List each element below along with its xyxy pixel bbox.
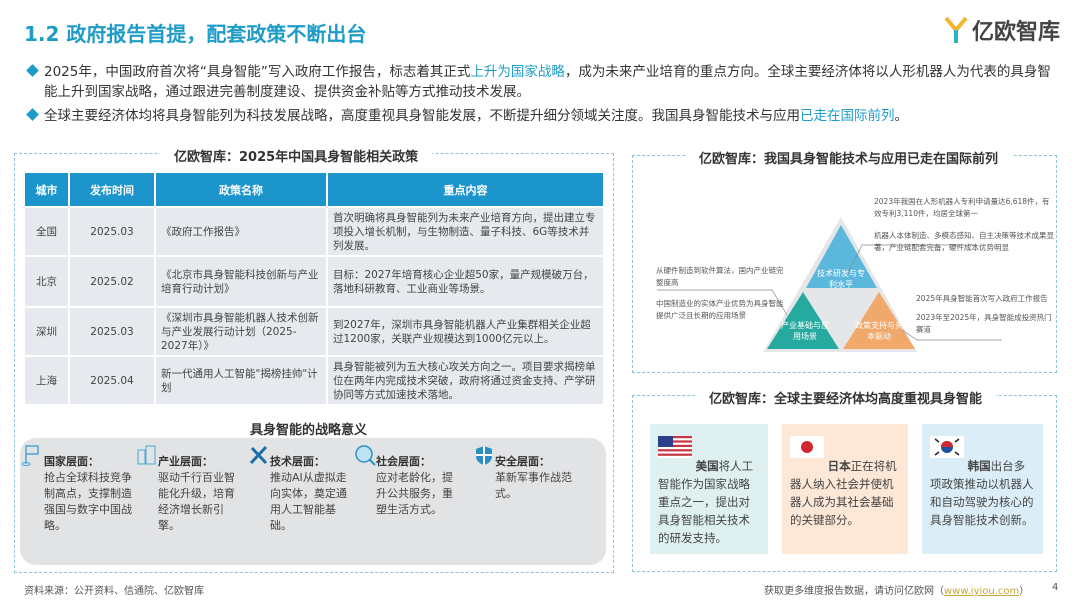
strategy-title: 具身智能的战略意义: [250, 423, 368, 438]
cell-date: 2025.03: [70, 308, 154, 355]
bullet-2: 全球主要经济体均将具身智能列为科技发展战略，高度重视具身智能发展，不断提升细分领…: [26, 106, 1058, 126]
col-city: 城市: [25, 173, 68, 206]
card-japan: 日本正在将机器人纳入社会并使机器人成为其社会基础的关键部分。: [782, 424, 908, 554]
pyramid-left: [767, 292, 839, 349]
strategy-text: 革新军事作战范式。: [495, 471, 572, 500]
strategy-label: 国家层面：: [44, 455, 99, 468]
right-note: 2023年至2025年，具身智能成投资热门赛道: [916, 313, 1052, 334]
col-content: 重点内容: [328, 173, 603, 206]
card-country: 美国: [695, 459, 719, 473]
cell-date: 2025.04: [70, 357, 154, 404]
right-note: 2025年具身智能首次写入政府工作报告: [916, 294, 1048, 303]
policy-panel-title: 亿欧智库：2025年中国具身智能相关政策: [160, 146, 433, 165]
cell-name: 新一代通用人工智能"揭榜挂帅"计划: [156, 357, 326, 404]
pyramid-diagram: [657, 217, 1002, 352]
tools-icon: [249, 445, 268, 465]
pyramid-right: [843, 292, 915, 349]
cell-name: 《深圳市具身智能机器人技术创新与产业发展行动计划（2025-2027年）》: [156, 308, 326, 355]
pyramid-panel-title: 亿欧智库：我国具身智能技术与应用已走在国际前列: [685, 148, 1013, 167]
col-date: 发布时间: [70, 173, 154, 206]
top-note: 机器人本体制造、多模态感知、自主决策等技术成果显著，产业链配套完备，硬件成本优势…: [874, 231, 1054, 252]
cell-name: 《北京市具身智能科技创新与产业培育行动计划》: [156, 257, 326, 306]
strategy-item: 安全层面： 革新军事作战范式。: [476, 446, 581, 502]
strategy-label: 产业层面：: [158, 455, 213, 468]
strategy-item: 技术层面： 推动AI从虚拟走向实体，奠定通用人工智能基础。: [249, 445, 356, 534]
pyramid-top-label: 技术研发与专利水平: [817, 269, 865, 289]
strategy-item: 社会层面： 应对老龄化，提升公共服务，重塑生活方式。: [355, 445, 462, 518]
bullet-text: 全球主要经济体均将具身智能列为科技发展战略，高度重视具身智能发展，不断提升细分领…: [44, 108, 800, 124]
source-note: 资料来源：公开资料、信通院、亿欧智库: [24, 586, 204, 597]
strategy-label: 安全层面：: [495, 455, 550, 468]
shield-icon: [476, 446, 492, 465]
bullet-text: ，成为未来产业培育的重点方向。全球主要经济体将以人形机器人为代表的具身智能上升到…: [44, 64, 1051, 100]
cell-content: 目标：2027年培育核心企业超50家，量产规模破万台，落地科研教育、工业商业等场…: [328, 257, 603, 306]
strategy-box: 国家层面： 抢占全球科技竞争制高点，支撑制造强国与数字中国战略。 产业层面： 驱动千…: [20, 438, 606, 565]
bullet-1: 2025年，中国政府首次将“具身智能”写入政府工作报告，标志着其正式上升为国家战…: [26, 62, 1058, 102]
korea-flag-icon: [930, 436, 964, 458]
logo: 亿欧智库: [944, 14, 1060, 46]
card-text: 出台多项政策推动以机器人和自动驾驶为核心的具身智能技术创新。: [930, 459, 1034, 527]
strategy-text: 推动AI从虚拟走向实体，奠定通用人工智能基础。: [270, 471, 347, 532]
bullet-highlight: 已走在国际前列: [800, 108, 895, 124]
strategy-text: 应对老龄化，提升公共服务，重塑生活方式。: [376, 471, 453, 516]
flag-icon: [22, 445, 39, 466]
cell-content: 具身智能被列为五大核心攻关方向之一。项目要求揭榜单位在两年内完成技术突破，政府将…: [328, 357, 603, 404]
cell-city: 深圳: [25, 308, 68, 355]
strategy-text: 抢占全球科技竞争制高点，支撑制造强国与数字中国战略。: [44, 471, 132, 532]
buildings-icon: [137, 445, 156, 465]
logo-icon: [944, 16, 968, 43]
footer: 获取更多维度报告数据，请访问亿欧网（www.iyiou.com）: [764, 582, 1029, 597]
leader-line: [901, 329, 1002, 341]
left-note: 从硬件制造到软件算法，国内产业链完整度高: [656, 266, 784, 287]
card-korea: 韩国出台多项政策推动以机器人和自动驾驶为核心的具身智能技术创新。: [922, 424, 1043, 554]
bullet-text: 2025年，中国政府首次将“具身智能”写入政府工作报告，标志着其正式: [44, 64, 471, 80]
pyramid-left-label: 产业基础与应用场景: [781, 321, 829, 341]
col-name: 政策名称: [156, 173, 326, 206]
strategy-item: 产业层面： 驱动千行百业智能化升级，培育经济增长新引擎。: [137, 445, 244, 534]
pyramid-right-label: 政策支持与资本驱动: [855, 321, 903, 341]
japan-flag-icon: [790, 436, 824, 458]
footer-text: 获取更多维度报告数据，请访问亿欧网（: [764, 586, 944, 597]
strategy-label: 技术层面：: [270, 455, 325, 468]
strategy-item: 国家层面： 抢占全球科技竞争制高点，支撑制造强国与数字中国战略。: [22, 445, 132, 534]
diamond-icon: [26, 108, 39, 121]
cell-content: 到2027年，深圳市具身智能机器人产业集群相关企业超过1200家，关联产业规模达…: [328, 308, 603, 355]
pyramid-top: [806, 225, 877, 288]
bullet-highlight: 上升为国家战略: [470, 64, 565, 80]
top-note: 2023年我国在人形机器人专利申请量达6,618件，有效专利3,110件，均居全…: [874, 197, 1050, 218]
bullet-text: 。: [894, 108, 909, 124]
cell-name: 《政府工作报告》: [156, 208, 326, 255]
card-usa: 美国将人工智能作为国家战略重点之一，提出对具身智能相关技术的研发支持。: [650, 424, 768, 554]
page-number: 4: [1052, 582, 1059, 593]
leader-line: [657, 289, 788, 316]
diamond-icon: [26, 64, 39, 77]
cell-content: 首次明确将具身智能列为未来产业培育方向，提出建立专项投入增长机制，与生物制造、量…: [328, 208, 603, 255]
leader-line: [846, 244, 977, 276]
website-link[interactable]: www.iyiou.com: [944, 586, 1020, 597]
cell-date: 2025.02: [70, 257, 154, 306]
footer-text: ）: [1019, 586, 1030, 597]
card-text: 将人工智能作为国家战略重点之一，提出对具身智能相关技术的研发支持。: [658, 459, 754, 545]
card-country: 韩国: [967, 459, 991, 473]
cell-date: 2025.03: [70, 208, 154, 255]
left-note: 中国制造业的实体产业优势为具身智能提供广泛且长期的应用场景: [656, 299, 784, 320]
cell-city: 北京: [25, 257, 68, 306]
cell-city: 全国: [25, 208, 68, 255]
global-panel-title: 亿欧智库：全球主要经济体均高度重视具身智能: [695, 388, 997, 407]
card-text: 正在将机器人纳入社会并使机器人成为其社会基础的关键部分。: [790, 459, 897, 527]
strategy-text: 驱动千行百业智能化升级，培育经济增长新引擎。: [158, 471, 235, 532]
cell-city: 上海: [25, 357, 68, 404]
people-search-icon: [355, 445, 376, 466]
usa-flag-icon: [658, 436, 692, 458]
card-country: 日本: [827, 459, 851, 473]
page-title: 1.2 政府报告首提，配套政策不断出台: [24, 22, 367, 46]
logo-text: 亿欧智库: [972, 20, 1061, 45]
strategy-label: 社会层面：: [376, 455, 431, 468]
